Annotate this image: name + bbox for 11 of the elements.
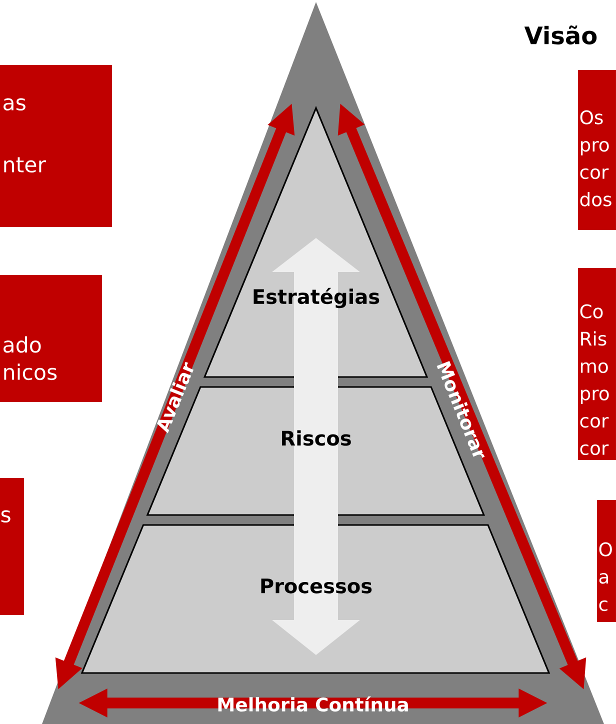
layer-label: Riscos (282, 430, 351, 446)
text-box: s (0, 478, 24, 615)
layer-label: Estratégias (254, 288, 380, 308)
title: Visão (524, 26, 597, 44)
text-box: as nter (0, 65, 112, 227)
layer-label: Processos (261, 578, 372, 594)
text-box: Co Ris mo pro cor cor (578, 268, 616, 460)
text-box: O a c (597, 500, 616, 622)
arrow-label: Melhoria Contínua (218, 696, 408, 712)
text-box: ado nicos (0, 275, 102, 402)
text-box: Os pro cor dos (578, 70, 616, 230)
